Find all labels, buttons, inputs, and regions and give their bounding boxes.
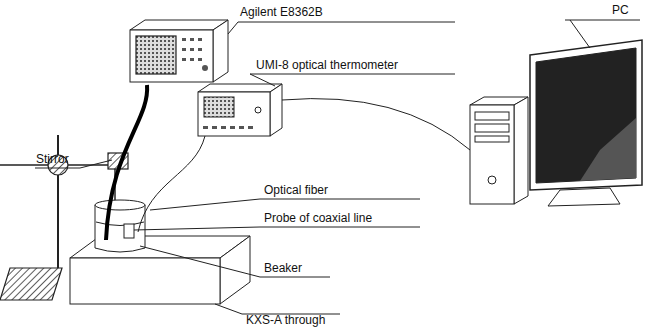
computer-label: PC <box>612 3 629 17</box>
part-label: KXS-A through <box>246 313 325 327</box>
instrument-label: UMI-8 optical thermometer <box>256 58 398 72</box>
part-label: Stirror <box>36 152 69 166</box>
part-label: Optical fiber <box>264 183 328 197</box>
part-label: Probe of coaxial line <box>264 211 372 225</box>
instrument-label: Agilent E8362B <box>240 5 323 19</box>
part-label: Beaker <box>264 261 302 275</box>
